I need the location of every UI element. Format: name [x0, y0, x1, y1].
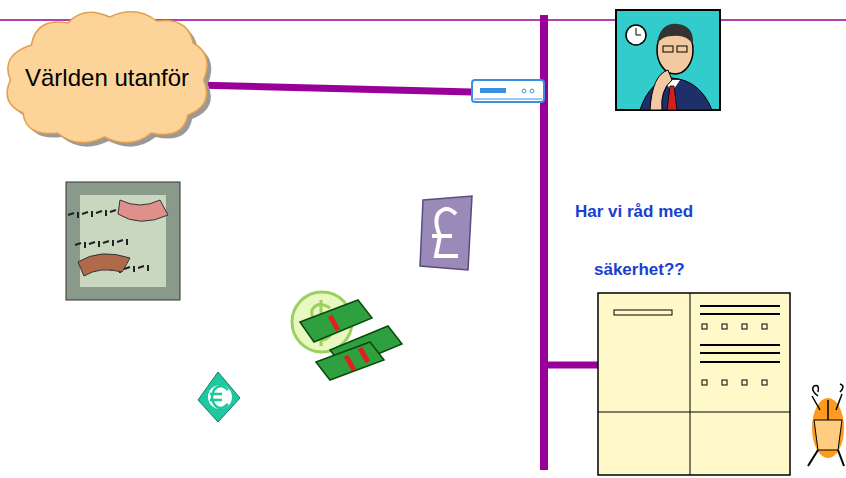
pound-symbol — [420, 196, 472, 270]
euro-symbol — [198, 372, 240, 422]
handshake-picture — [66, 182, 180, 300]
cloud-outline — [7, 12, 207, 143]
network-wire — [544, 362, 600, 369]
router-icon — [472, 80, 544, 102]
node-label: Världen utanför — [25, 64, 189, 92]
question-text: Har vi råd med — [575, 202, 693, 222]
businessman-clipart — [616, 10, 720, 110]
money-clipart — [292, 292, 402, 380]
money-plant — [808, 384, 844, 466]
cloud-node: Världen utanför — [0, 5, 214, 150]
network-wire — [195, 85, 472, 92]
server-cabinet — [598, 293, 790, 475]
question-text: säkerhet?? — [594, 260, 685, 280]
